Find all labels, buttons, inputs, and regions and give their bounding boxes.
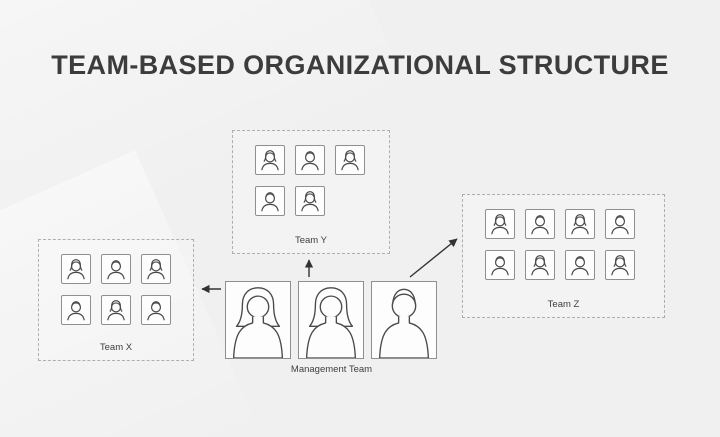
member-avatar-icon	[61, 295, 91, 325]
member-avatar-icon	[141, 295, 171, 325]
member-avatar-icon	[565, 209, 595, 239]
member-avatar-icon	[141, 254, 171, 284]
team-z-label: Team Z	[547, 299, 580, 310]
management-team-label: Management Team	[290, 364, 373, 375]
person-short-hair-icon	[371, 281, 437, 359]
member-avatar-icon	[565, 250, 595, 280]
arrow-to-team-z	[409, 238, 458, 278]
member-avatar-icon	[101, 295, 131, 325]
team-z-box: Team Z	[462, 194, 665, 318]
member-avatar-icon	[295, 145, 325, 175]
person-long-hair-icon	[225, 281, 291, 359]
member-avatar-icon	[485, 250, 515, 280]
member-row	[61, 295, 193, 325]
member-row	[255, 145, 389, 175]
member-avatar-icon	[255, 186, 285, 216]
member-avatar-icon	[101, 254, 131, 284]
team-x-label: Team X	[99, 342, 133, 353]
team-x-box: Team X	[38, 239, 194, 361]
member-row	[61, 254, 193, 284]
team-x-members	[39, 240, 193, 325]
team-y-members	[233, 131, 389, 216]
member-avatar-icon	[525, 250, 555, 280]
member-row	[485, 209, 664, 239]
person-long-hair-icon	[298, 281, 364, 359]
member-avatar-icon	[485, 209, 515, 239]
team-y-box: Team Y	[232, 130, 390, 254]
member-row	[485, 250, 664, 280]
page-title: TEAM-BASED ORGANIZATIONAL STRUCTURE	[51, 50, 669, 80]
member-avatar-icon	[605, 209, 635, 239]
management-team-group: Management Team	[225, 281, 438, 375]
member-avatar-icon	[295, 186, 325, 216]
member-row	[255, 186, 389, 216]
management-members	[225, 281, 438, 359]
member-avatar-icon	[61, 254, 91, 284]
member-avatar-icon	[525, 209, 555, 239]
member-avatar-icon	[335, 145, 365, 175]
member-avatar-icon	[255, 145, 285, 175]
team-z-members	[463, 195, 664, 280]
member-avatar-icon	[605, 250, 635, 280]
team-y-label: Team Y	[294, 235, 328, 246]
